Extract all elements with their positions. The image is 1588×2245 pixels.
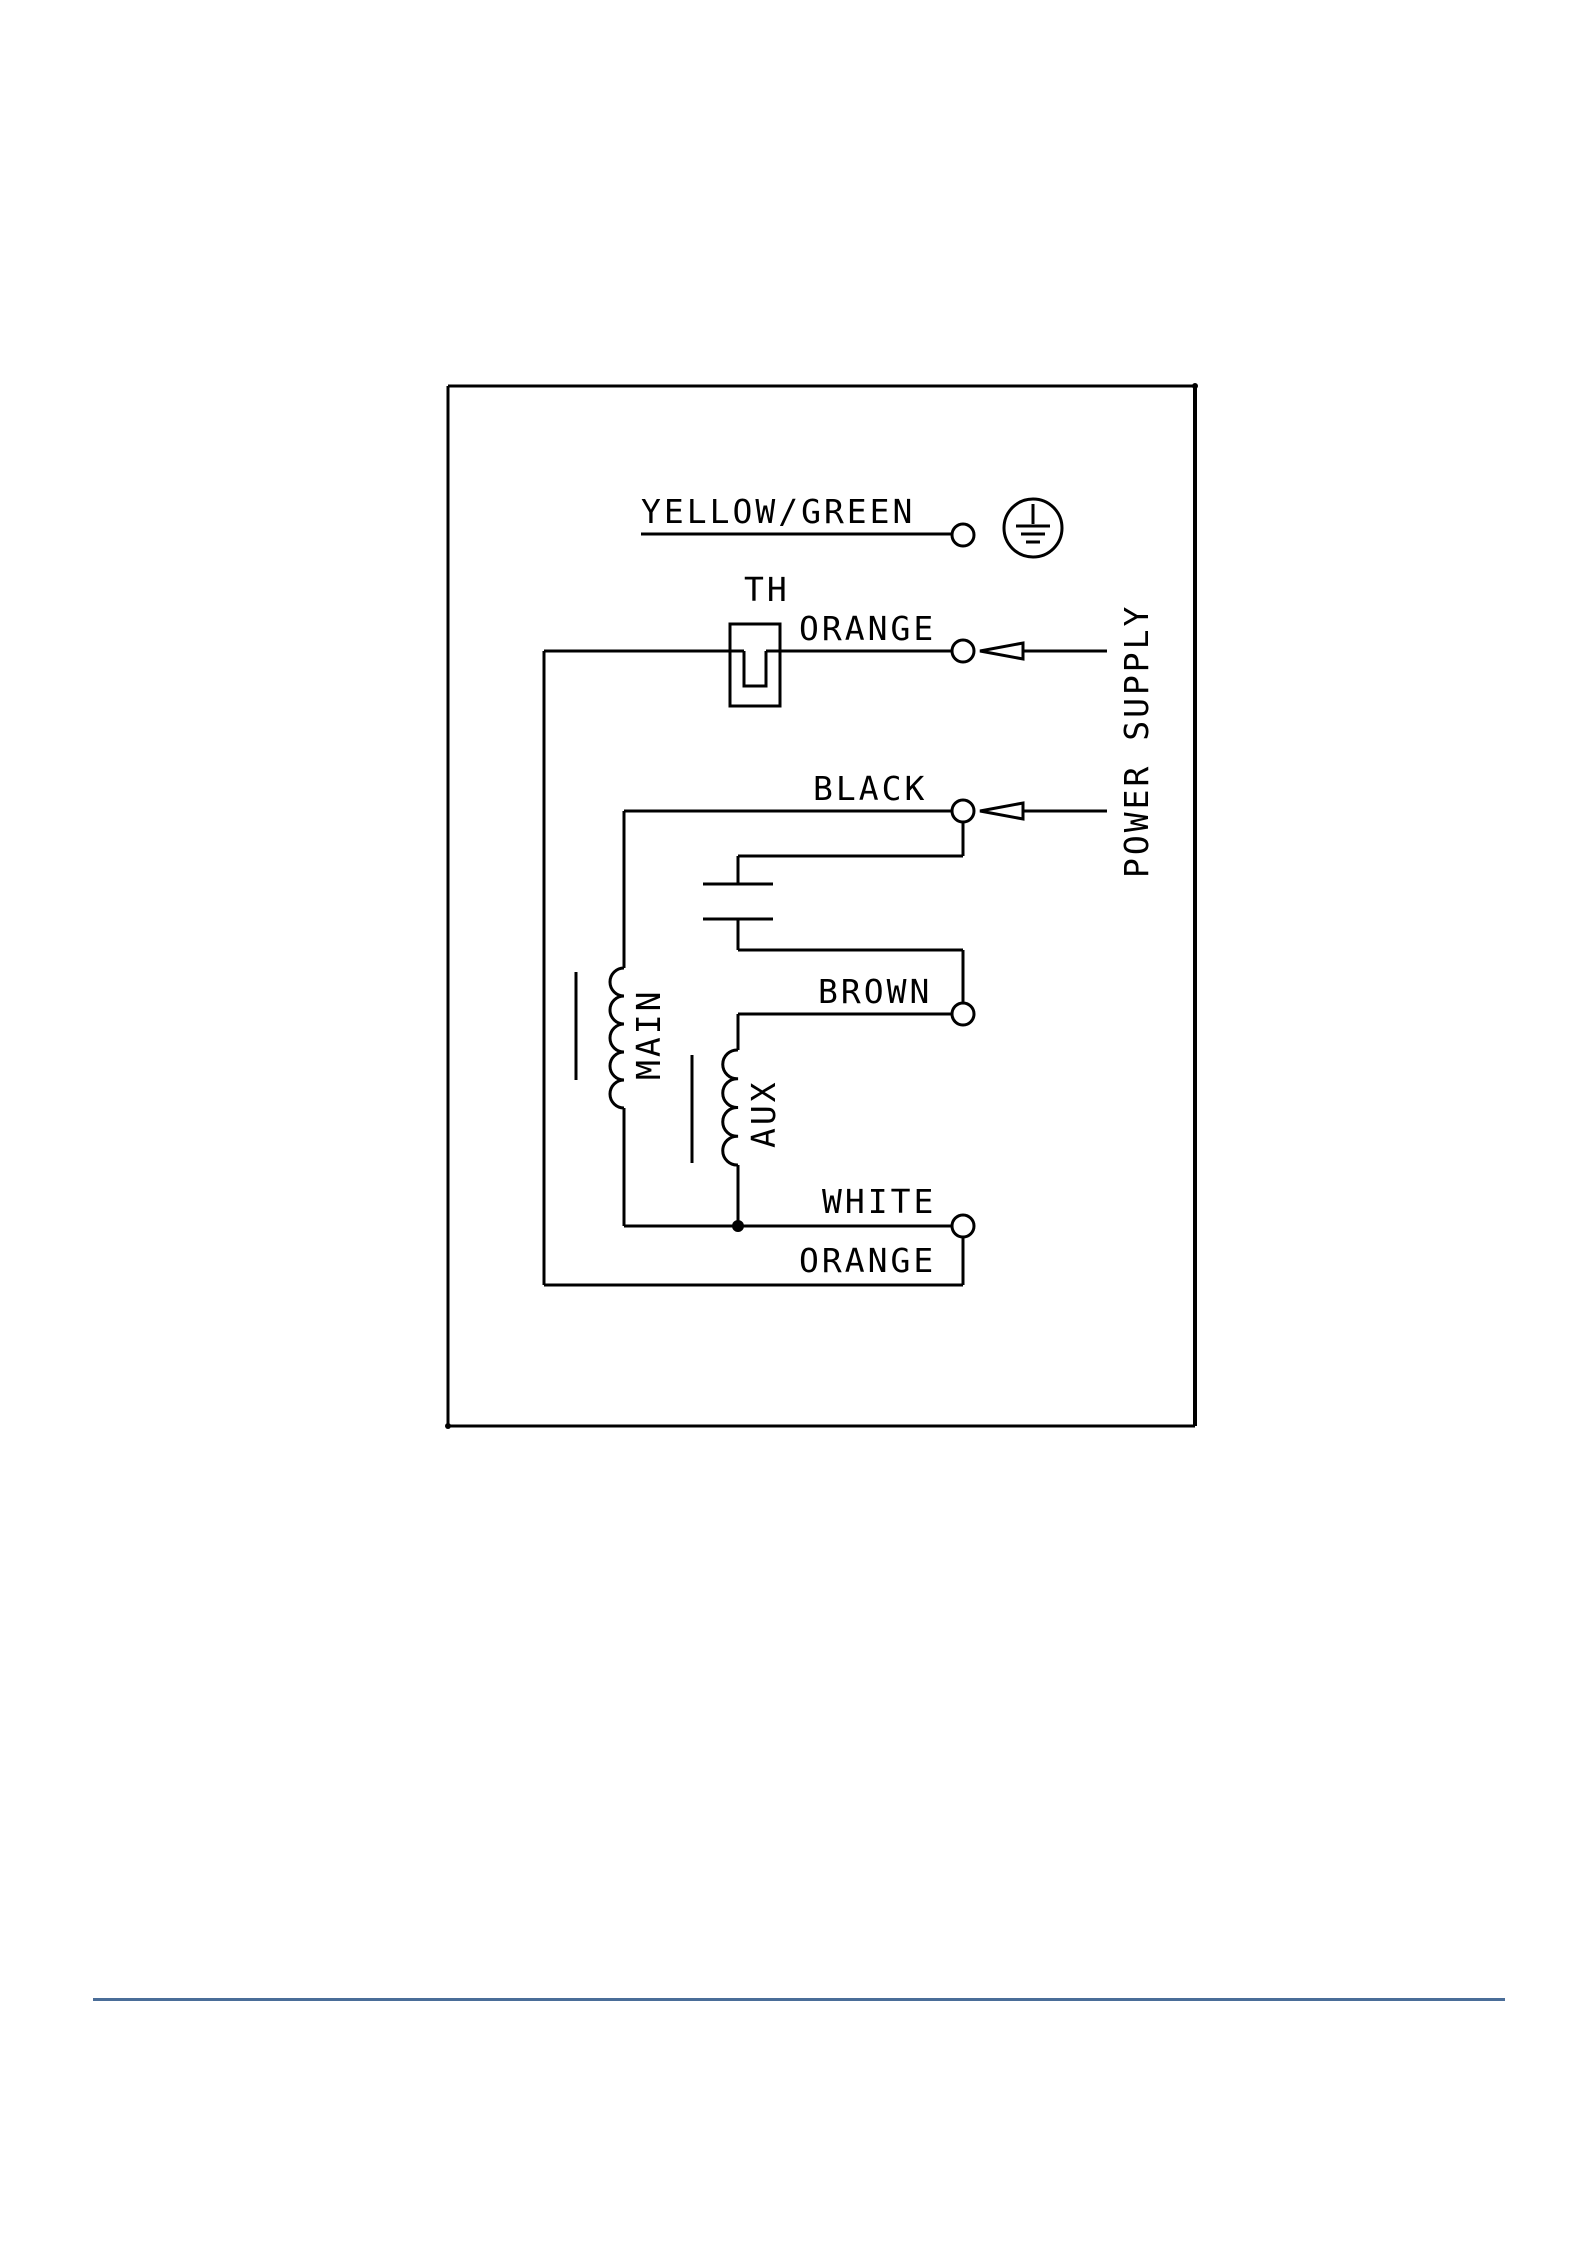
label-power-supply: POWER SUPPLY: [1117, 604, 1156, 878]
black-terminal: [952, 800, 974, 822]
white-lead: WHITE: [624, 1182, 974, 1237]
label-aux: AUX: [744, 1079, 783, 1148]
ground-icon: [1004, 499, 1062, 557]
label-brown: BROWN: [818, 972, 932, 1011]
arrow-left-icon: [980, 643, 1107, 659]
orange-return-lead: ORANGE: [544, 1237, 963, 1285]
junction-dot: [732, 1220, 744, 1232]
earth-terminal: [952, 524, 974, 546]
orange-supply-terminal: [952, 640, 974, 662]
white-terminal: [952, 1215, 974, 1237]
brown-terminal: [952, 1003, 974, 1025]
label-th: TH: [744, 570, 790, 609]
label-black: BLACK: [813, 769, 927, 808]
earth-lead: YELLOW/GREEN: [641, 492, 974, 546]
label-orange-supply: ORANGE: [799, 609, 936, 648]
label-orange-return: ORANGE: [799, 1241, 936, 1280]
label-white: WHITE: [822, 1182, 936, 1221]
footer-divider: [93, 1998, 1505, 2001]
label-yellow-green: YELLOW/GREEN: [641, 492, 915, 531]
label-main: MAIN: [629, 989, 668, 1080]
main-winding: MAIN: [576, 968, 668, 1108]
arrow-left-icon: [980, 803, 1107, 819]
aux-winding: AUX: [692, 1050, 783, 1165]
thermal-protector: [730, 624, 780, 706]
